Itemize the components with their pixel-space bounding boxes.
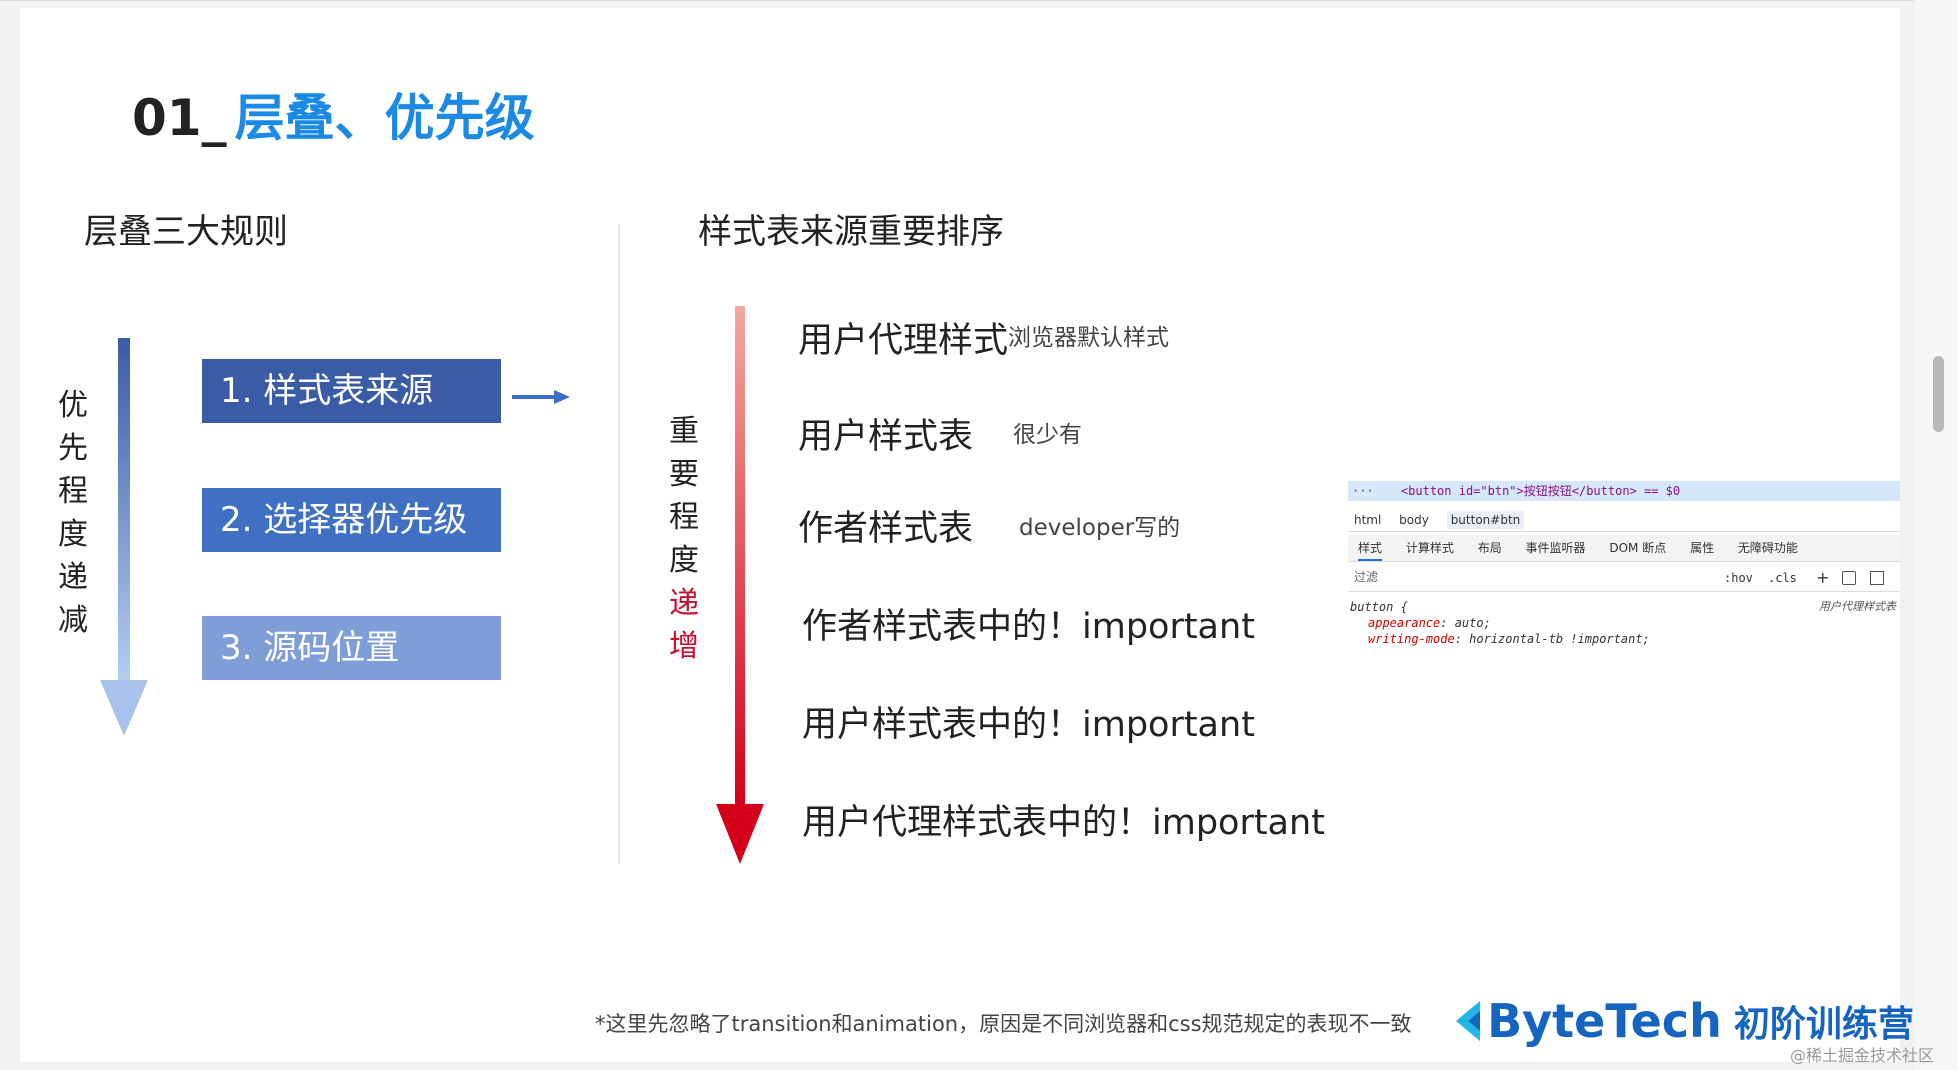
devtools-styles-panel: ··· <button id="btn">按钮按钮</button> == $0…: [1348, 481, 1900, 667]
importance-axis-label: 重 要 程 度 递 增: [669, 414, 699, 664]
tab-properties[interactable]: 属性: [1690, 541, 1715, 555]
rule-origin-label: 用户代理样式表: [1819, 600, 1896, 613]
devtools-element-line[interactable]: ··· <button id="btn">按钮按钮</button> == $0: [1348, 481, 1900, 501]
sidebar-toggle-icon[interactable]: [1870, 571, 1884, 585]
watermark-credit: @稀土掘金技术社区: [1790, 1046, 1935, 1065]
hov-toggle[interactable]: :hov: [1724, 571, 1753, 585]
crumb-button[interactable]: button#btn: [1446, 511, 1525, 529]
origin-order-heading: 样式表来源重要排序: [698, 212, 1004, 252]
origin-author-important: 作者样式表中的！important: [802, 607, 1255, 647]
origin-user: 用户样式表: [798, 417, 974, 457]
column-divider: [618, 224, 620, 864]
tab-accessibility[interactable]: 无障碍功能: [1737, 541, 1798, 555]
priority-axis-label: 优 先 程 度 递 减: [58, 388, 88, 638]
footnote: *这里先忽略了transition和animation，原因是不同浏览器和css…: [595, 1012, 1412, 1036]
origin-user-important: 用户样式表中的！important: [802, 705, 1255, 745]
scrollbar-track[interactable]: [1914, 0, 1958, 1070]
origin-user-agent-note: 浏览器默认样式: [1008, 325, 1169, 351]
paint-icon[interactable]: [1842, 571, 1856, 585]
origin-user-agent: 用户代理样式: [798, 321, 1009, 361]
filter-input[interactable]: 过滤: [1354, 570, 1379, 584]
scrollbar-thumb[interactable]: [1933, 356, 1944, 432]
bytetech-logo-icon: [1456, 1001, 1480, 1041]
tab-event-listeners[interactable]: 事件监听器: [1525, 541, 1586, 555]
top-border: [0, 0, 1958, 1]
rule-source-order: 3. 源码位置: [202, 616, 501, 680]
tab-styles[interactable]: 样式: [1358, 541, 1383, 561]
rule-stylesheet-origin: 1. 样式表来源: [202, 359, 501, 423]
devtools-tabs: 样式 计算样式 布局 事件监听器 DOM 断点 属性 无障碍功能: [1348, 535, 1900, 562]
devtools-filter-bar: 过滤 :hov .cls +: [1348, 565, 1900, 592]
crumb-body[interactable]: body: [1399, 513, 1429, 527]
title-text: 层叠、优先级: [234, 89, 535, 147]
right-arrow-icon: [512, 390, 570, 404]
priority-decrease-arrow: [100, 338, 148, 736]
cls-toggle[interactable]: .cls: [1768, 571, 1797, 585]
add-rule-icon[interactable]: +: [1816, 568, 1830, 587]
rule-selector-specificity: 2. 选择器优先级: [202, 488, 501, 552]
origin-author: 作者样式表: [798, 509, 974, 549]
crumb-html[interactable]: html: [1354, 513, 1382, 527]
origin-user-agent-important: 用户代理样式表中的！important: [802, 803, 1325, 843]
importance-increase-arrow: [716, 306, 764, 864]
origin-user-note: 很少有: [1013, 422, 1082, 448]
css-prop-writing-mode: writing-mode: horizontal-tb !important;: [1368, 632, 1650, 646]
page-title: 01_层叠、优先级: [132, 78, 535, 150]
title-number: 01_: [132, 89, 227, 147]
tab-computed[interactable]: 计算样式: [1405, 541, 1454, 555]
slide: 01_层叠、优先级 层叠三大规则 优 先 程 度 递 减 1. 样式表来源 2.…: [20, 8, 1914, 1062]
devtools-breadcrumbs: html body button#btn: [1348, 509, 1900, 532]
tab-layout[interactable]: 布局: [1477, 541, 1502, 555]
cascade-rules-heading: 层叠三大规则: [84, 212, 288, 252]
origin-author-note: developer写的: [1019, 515, 1181, 541]
tab-dom-breakpoints[interactable]: DOM 断点: [1609, 541, 1667, 555]
css-prop-appearance: appearance: auto;: [1368, 616, 1491, 630]
